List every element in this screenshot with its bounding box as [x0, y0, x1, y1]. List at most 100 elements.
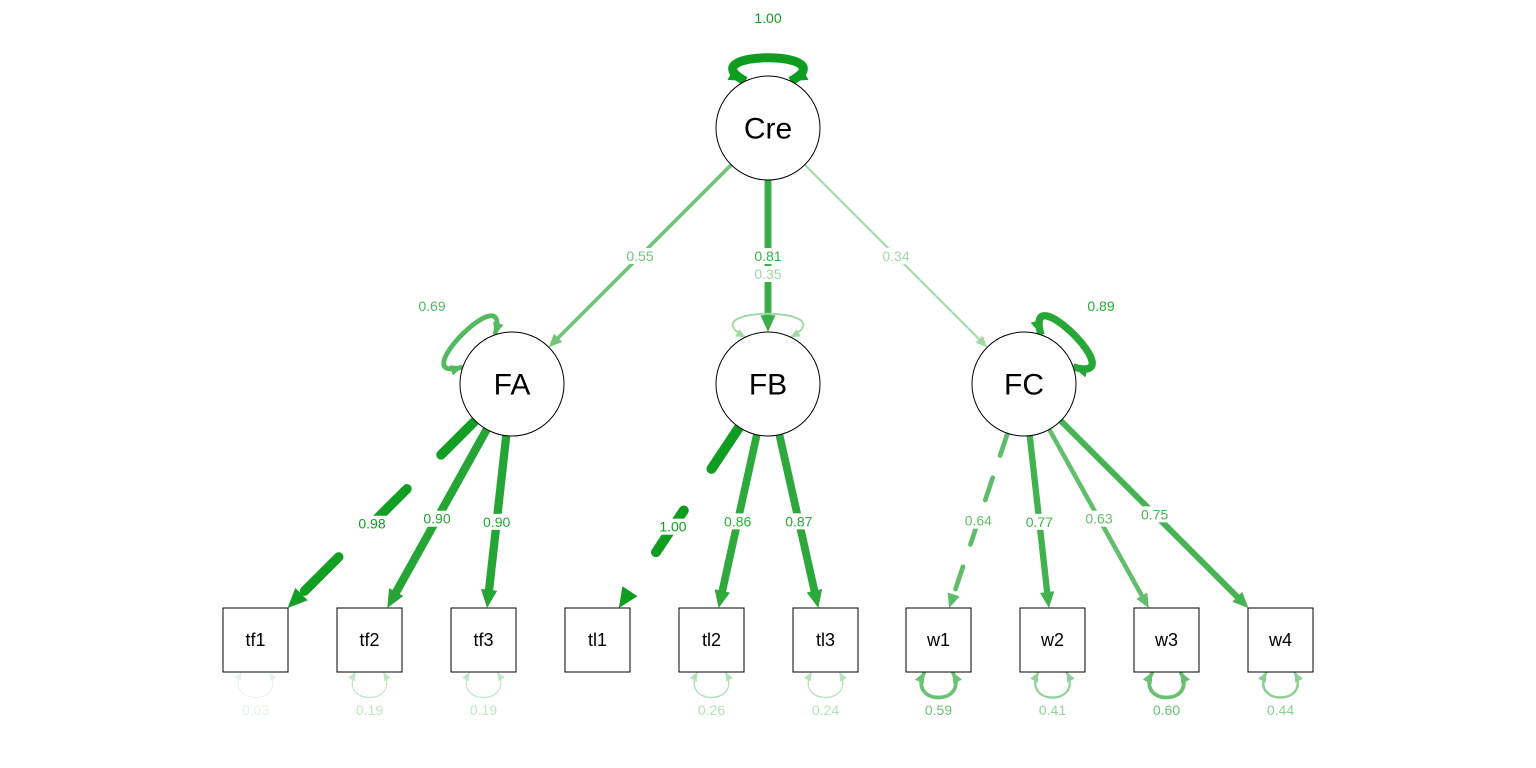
- arrow-head: [462, 672, 470, 682]
- arrow-head: [727, 66, 746, 82]
- variance-loop-fb[interactable]: [731, 312, 805, 339]
- loading-label-fb-tl1: 1.00: [654, 518, 691, 535]
- loop-path: [919, 671, 958, 700]
- variance-loop-w3[interactable]: [1142, 671, 1191, 700]
- edge-label-text: 0.63: [1085, 511, 1112, 527]
- loading-edge-fc-w1[interactable]: [947, 430, 1010, 608]
- observed-node-w1[interactable]: w1: [905, 607, 972, 673]
- latent-node-fc[interactable]: FC: [971, 331, 1077, 437]
- loop-path: [441, 313, 500, 372]
- variance-loop-fa[interactable]: [441, 313, 504, 376]
- label-background: [351, 702, 388, 718]
- arrow-head: [804, 672, 812, 682]
- variance-loop-cre[interactable]: [727, 53, 809, 86]
- variance-loop-w2[interactable]: [1030, 671, 1075, 699]
- observed-node-w2[interactable]: w2: [1019, 607, 1086, 673]
- node-label: w2: [1040, 630, 1064, 650]
- label-background: [353, 515, 390, 532]
- node-label: tl1: [588, 630, 607, 650]
- edge-label-text: 0.64: [965, 513, 992, 529]
- arrow-head: [1030, 672, 1039, 683]
- edge-label-text: 0.19: [356, 702, 383, 718]
- loop-path: [693, 671, 730, 699]
- label-background: [719, 513, 756, 530]
- variance-loop-tl2[interactable]: [689, 671, 734, 699]
- variance-label-tf3: 0.19: [465, 702, 502, 718]
- loading-edge-fb-tl1[interactable]: [618, 422, 745, 608]
- edge-label-text: 0.59: [925, 702, 952, 718]
- edge-label-text: 0.81: [754, 248, 781, 264]
- variance-label-tf1: 0.03: [237, 702, 274, 718]
- arrow-head: [493, 321, 504, 335]
- arrow-head: [790, 329, 801, 338]
- variance-loop-tf3[interactable]: [462, 671, 505, 699]
- variance-loop-tf2[interactable]: [348, 671, 391, 699]
- observed-node-w4[interactable]: w4: [1247, 607, 1314, 673]
- edge-label-text: 0.60: [1153, 702, 1180, 718]
- latent-node-fb[interactable]: FB: [715, 331, 821, 437]
- observed-node-tf3[interactable]: tf3: [450, 607, 517, 673]
- variance-loop-fc[interactable]: [1030, 312, 1096, 378]
- node-label: FA: [494, 369, 531, 402]
- edge-label-text: 0.41: [1039, 702, 1066, 718]
- label-background: [807, 702, 844, 718]
- loading-label-fc-w1: 0.64: [960, 512, 997, 529]
- label-background: [465, 702, 502, 718]
- arrow-head: [1294, 672, 1303, 683]
- label-background: [1136, 506, 1173, 523]
- label-background: [750, 10, 786, 26]
- label-background: [750, 248, 786, 264]
- variance-label-tl2: 0.26: [693, 702, 730, 718]
- variance-label-w3: 0.60: [1148, 702, 1185, 718]
- label-background: [622, 248, 658, 264]
- edge-label-text: 0.26: [698, 702, 725, 718]
- observed-node-tl1[interactable]: tl1: [564, 607, 631, 673]
- arrow-head: [1073, 364, 1090, 378]
- variance-loop-w1[interactable]: [914, 671, 963, 700]
- edge-label-text: 0.34: [882, 248, 909, 264]
- arrow-head: [383, 672, 391, 682]
- loading-label-fc-w3: 0.63: [1080, 511, 1117, 527]
- edge-label-text: 0.98: [358, 516, 385, 532]
- node-label: w4: [1268, 630, 1292, 650]
- edge-label-text: 0.75: [1141, 506, 1168, 522]
- edge-line: [950, 430, 1010, 599]
- arrow-head: [790, 66, 809, 82]
- loading-label-fa-tf3: 0.90: [478, 513, 515, 530]
- variance-loop-tl3[interactable]: [804, 671, 847, 699]
- loading-edge-fa-tf1[interactable]: [287, 415, 481, 608]
- label-background: [414, 298, 450, 314]
- arrow-head: [1258, 672, 1267, 683]
- observed-node-tf2[interactable]: tf2: [336, 607, 403, 673]
- node-label: tf3: [473, 630, 493, 650]
- loop-path: [731, 312, 805, 339]
- edge-label-text: 0.89: [1087, 298, 1114, 314]
- label-background: [1262, 702, 1299, 718]
- loading-label-fc-w4: 0.75: [1136, 506, 1173, 523]
- observed-node-tf1[interactable]: tf1: [222, 607, 289, 673]
- variance-loop-tf1[interactable]: [234, 671, 277, 698]
- edge-line: [294, 415, 481, 601]
- arrow-head: [497, 672, 505, 682]
- edges-layer: [287, 162, 1249, 608]
- edge-label-text: 0.86: [724, 513, 751, 529]
- arrow-head: [1232, 591, 1249, 608]
- observed-node-tl2[interactable]: tl2: [678, 607, 745, 673]
- label-background: [1034, 702, 1071, 718]
- loop-path: [238, 671, 273, 698]
- observed-node-tl3[interactable]: tl3: [792, 607, 859, 673]
- latent-node-cre[interactable]: Cre: [715, 75, 821, 181]
- arrow-head: [287, 587, 308, 608]
- loading-label-fc-w2: 0.77: [1021, 513, 1058, 530]
- latent-node-fa[interactable]: FA: [459, 331, 565, 437]
- node-label: Cre: [744, 113, 792, 146]
- variance-loop-w4[interactable]: [1258, 671, 1303, 699]
- arrow-head: [269, 672, 277, 681]
- observed-node-w3[interactable]: w3: [1133, 607, 1200, 673]
- loop-path: [1262, 671, 1299, 699]
- label-background: [478, 513, 515, 530]
- variance-label-tf2: 0.19: [351, 702, 388, 718]
- node-label: FB: [749, 369, 787, 402]
- loading-label-fb-tl2: 0.86: [719, 513, 756, 530]
- arrow-head: [725, 672, 734, 682]
